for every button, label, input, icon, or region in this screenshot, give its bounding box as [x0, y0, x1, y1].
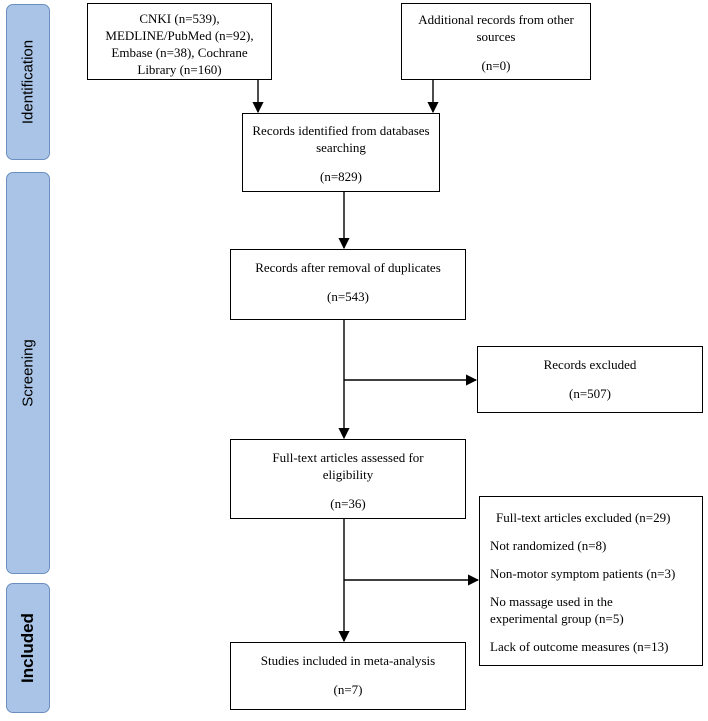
exclusion-reason: Lack of outcome measures (n=13) — [490, 639, 669, 654]
fulltext-count: (n=36) — [330, 496, 366, 511]
other-sources-count: (n=0) — [481, 58, 511, 73]
phase-screening: Screening — [6, 172, 50, 574]
box-deduplicated: Records after removal of duplicates (n=5… — [230, 249, 466, 320]
excluded-count: (n=507) — [569, 386, 611, 401]
box-fulltext-excluded: Full-text articles excluded (n=29) Not r… — [479, 496, 703, 666]
exclusion-reason: Not randomized (n=8) — [490, 538, 607, 553]
box-studies-included: Studies included in meta-analysis (n=7) — [230, 642, 466, 710]
phase-included: Included — [6, 583, 50, 713]
identified-count: (n=829) — [320, 169, 362, 184]
identified-text: Records identified from databases search… — [252, 123, 430, 155]
included-text: Studies included in meta-analysis — [260, 653, 436, 668]
exclusion-reason: No massage used in the experimental grou… — [490, 594, 624, 626]
fulltext-excluded-title: Full-text articles excluded (n=29) — [496, 510, 671, 525]
fulltext-text: Full-text articles assessed for eligibil… — [272, 450, 424, 482]
box-databases: CNKI (n=539), MEDLINE/PubMed (n=92), Emb… — [87, 3, 272, 80]
other-sources-text: Additional records from other sources — [418, 12, 574, 44]
box-fulltext-assessed: Full-text articles assessed for eligibil… — [230, 439, 466, 519]
exclusion-reason: Non-motor symptom patients (n=3) — [490, 566, 676, 581]
deduplicated-count: (n=543) — [327, 289, 369, 304]
box-records-excluded: Records excluded (n=507) — [477, 346, 703, 413]
deduplicated-text: Records after removal of duplicates — [255, 260, 441, 275]
excluded-text: Records excluded — [543, 357, 637, 372]
box-records-identified: Records identified from databases search… — [242, 113, 440, 192]
included-count: (n=7) — [333, 682, 363, 697]
box-other-sources: Additional records from other sources (n… — [401, 3, 591, 80]
databases-text: CNKI (n=539), MEDLINE/PubMed (n=92), Emb… — [105, 11, 254, 77]
phase-identification: Identification — [6, 4, 50, 160]
